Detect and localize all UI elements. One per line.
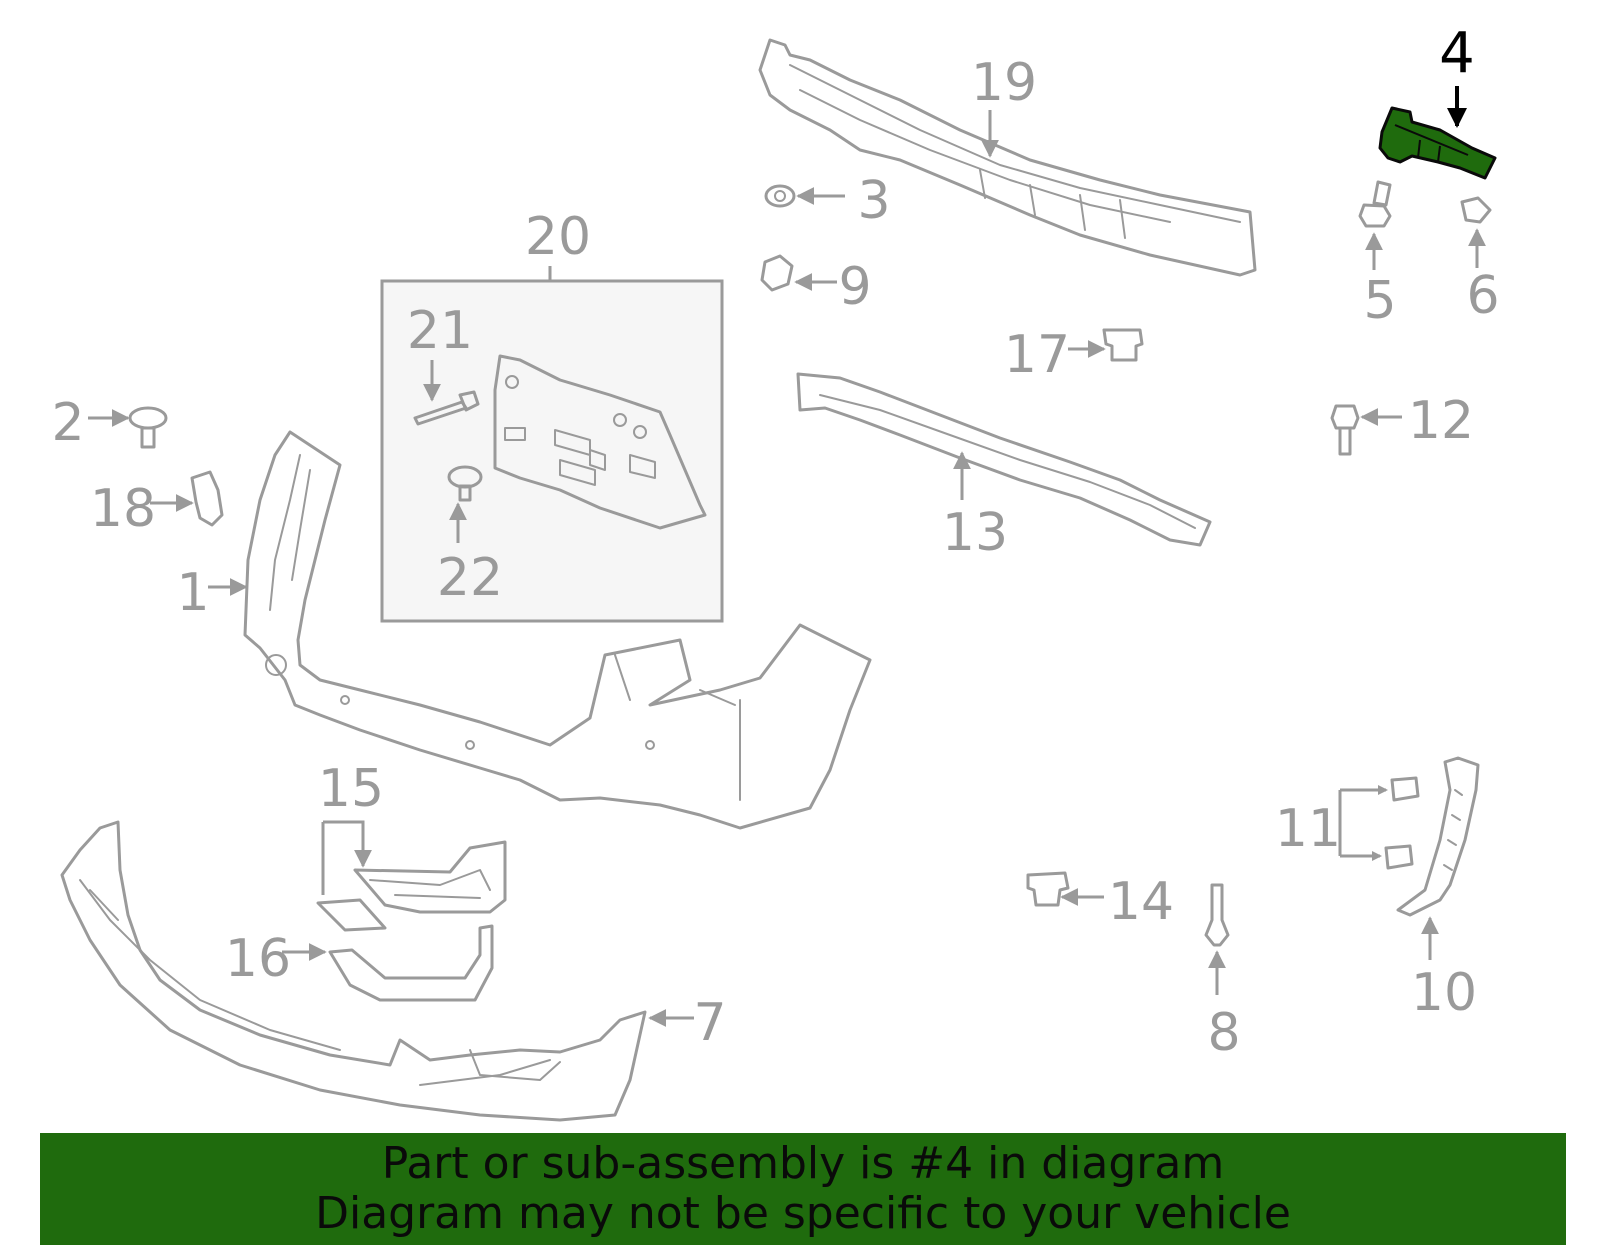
- part-4-bracket-highlighted: [1378, 106, 1497, 180]
- part-13-support: [796, 372, 1212, 547]
- callout-22: 22: [437, 548, 503, 608]
- part-20-license-bracket: [493, 354, 707, 530]
- info-banner: Part or sub-assembly is #4 in diagram Di…: [40, 1133, 1566, 1245]
- part-14-retainer: [1026, 871, 1070, 907]
- part-3-nut: [764, 184, 796, 208]
- callout-3: 3: [857, 171, 890, 231]
- banner-line-disclaimer: Diagram may not be specific to your vehi…: [315, 1188, 1291, 1239]
- part-20-inset-box: [380, 279, 724, 623]
- callout-21: 21: [407, 301, 473, 361]
- callout-19: 19: [971, 53, 1037, 113]
- callout-6: 6: [1466, 266, 1499, 326]
- callout-8: 8: [1207, 1003, 1240, 1063]
- callout-9: 9: [838, 257, 871, 317]
- part-22-screw: [447, 465, 483, 502]
- part-11-clips: [1384, 776, 1420, 870]
- part-7-lower-fascia: [60, 820, 647, 1122]
- callout-10: 10: [1411, 963, 1477, 1023]
- banner-line-part-number: Part or sub-assembly is #4 in diagram: [381, 1138, 1225, 1189]
- callout-7: 7: [693, 993, 726, 1053]
- part-6-clip: [1460, 196, 1492, 224]
- part-18-bracket: [190, 470, 224, 527]
- part-16-trim: [328, 924, 494, 1002]
- part-9-clip: [760, 254, 794, 292]
- part-12-bolt: [1330, 404, 1360, 456]
- callout-4: 4: [1439, 21, 1475, 86]
- callout-2: 2: [51, 393, 84, 453]
- part-15-grille-insert: [316, 840, 507, 932]
- callout-11: 11: [1275, 799, 1341, 859]
- callout-20: 20: [525, 207, 591, 267]
- part-10-side-bracket: [1396, 756, 1480, 917]
- callout-5: 5: [1363, 271, 1396, 331]
- callout-17: 17: [1004, 325, 1070, 385]
- part-17-retainer: [1102, 328, 1144, 362]
- callout-11-leader: [1338, 788, 1386, 858]
- callout-12: 12: [1408, 391, 1474, 451]
- part-19-energy-absorber: [758, 38, 1257, 277]
- callout-13: 13: [942, 503, 1008, 563]
- callout-14: 14: [1108, 872, 1174, 932]
- callout-18: 18: [90, 479, 156, 539]
- callout-15-arrow: [321, 820, 363, 895]
- callout-1: 1: [176, 563, 209, 623]
- part-1-upper-fascia: [243, 430, 872, 830]
- part-8-pin: [1204, 883, 1230, 947]
- part-5-bolt: [1358, 180, 1392, 228]
- part-21-rivet: [413, 390, 480, 426]
- callout-16: 16: [225, 929, 291, 989]
- part-2-clip: [128, 406, 168, 449]
- callout-15: 15: [318, 759, 384, 819]
